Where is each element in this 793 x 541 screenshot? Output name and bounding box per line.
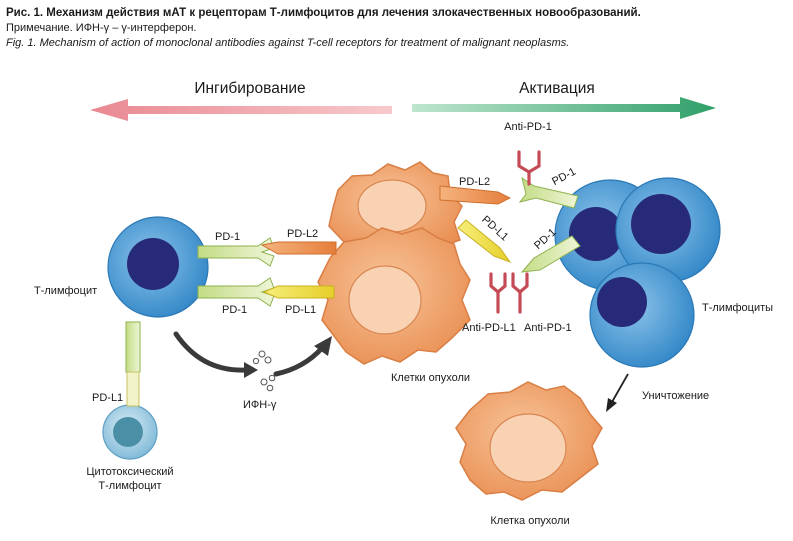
t-lymphocytes-nucleus-bottom [597,277,647,327]
label-anti-pdl1: Anti-PD-L1 [462,322,516,334]
anti-pd1-antibody-bottom [511,272,529,314]
label-pdl1-vertical: PD-L1 [92,392,123,404]
cytotoxic-nucleus [113,417,143,447]
inhibition-arrow [90,99,392,121]
pdl1-ligand-diagonal [457,219,512,264]
inhibition-label: Ингибирование [194,80,305,97]
label-pdl2-left: PD-L2 [287,228,318,240]
label-tumor-cell: Клетка опухоли [490,515,569,527]
anti-pd1-antibody-top [517,150,541,186]
label-pd1-left-lower: PD-1 [222,304,247,316]
label-tumor-cells: Клетки опухоли [391,372,470,384]
pd1-receptor-upper [197,237,275,267]
tumor-nucleus-single [489,413,567,483]
label-pd1-right-upper: PD-1 [550,166,578,188]
tumor-nucleus-lower [348,265,422,335]
pdl1-ligand-vertical [126,371,140,407]
label-cytotoxic-line2: Т-лимфоцит [98,480,161,492]
caption-english: Fig. 1. Mechanism of action of monoclona… [6,37,570,49]
activation-arrow [412,97,716,119]
label-pdl2-right: PD-L2 [459,176,490,188]
pd1-receptor-right-upper [518,176,579,209]
destruction-arrowhead [606,398,617,412]
caption-note: Примечание. ИФН-γ – γ-интерферон. [6,22,197,34]
pdl2-ligand-left [260,241,337,255]
label-anti-pd1-top: Anti-PD-1 [504,121,552,133]
pd1-receptor-right-lower [520,235,581,273]
label-anti-pd1-bottom: Anti-PD-1 [524,322,572,334]
pd1-receptor-lower [197,277,275,307]
caption-title: Рис. 1. Механизм действия мАТ к рецептор… [6,7,641,19]
label-ifn: ИФН-γ [243,399,277,411]
ifn-action-arrow [273,345,325,377]
ifn-action-arrowhead [314,336,332,356]
label-destruction: Уничтожение [642,390,709,402]
label-pd1-left-upper: PD-1 [215,231,240,243]
figure-caption: Рис. 1. Механизм действия мАТ к рецептор… [6,6,786,51]
pdl2-ligand-right [439,185,512,205]
pdl1-ligand-left [262,285,335,299]
tumor-nucleus-upper [357,179,427,233]
ifn-release-arrowhead [244,362,258,378]
label-cytotoxic-line1: Цитотоксический [86,466,173,478]
activation-label: Активация [519,80,595,97]
anti-pdl1-antibody [489,272,507,314]
pd1-receptor-vertical [125,321,141,373]
label-pdl1-left: PD-L1 [285,304,316,316]
ifn-particles [252,350,276,392]
t-lymphocytes-nucleus-left [569,207,623,261]
destruction-arrow [611,373,629,403]
ifn-release-arrow [173,331,249,373]
t-lymphocytes-nucleus-right [631,194,691,254]
label-t-lymphocytes: Т-лимфоциты [702,302,773,314]
t-lymphocyte-nucleus [127,238,179,290]
label-t-lymphocyte: Т-лимфоцит [34,285,97,297]
